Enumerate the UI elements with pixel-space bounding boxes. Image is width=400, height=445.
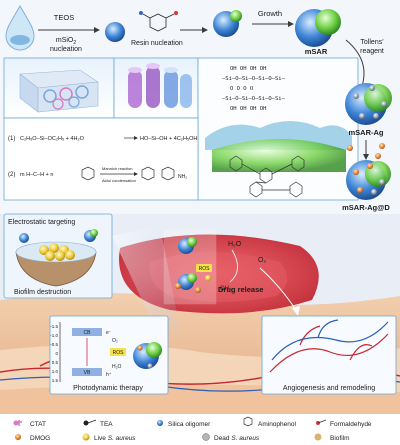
energy-axis-ticks: -1.5 -1.0 -0.5 0 0.5 1.0 1.5: [50, 324, 58, 383]
svg-text:Formaldehyde: Formaldehyde: [330, 421, 372, 428]
svg-text:-1.5: -1.5: [50, 324, 58, 329]
legend: CTAT TEA Silica oligomer Aminophenol For…: [0, 414, 400, 445]
valence-band: [72, 368, 102, 376]
msar-agd-label: mSAR-Ag@D: [342, 203, 390, 212]
svg-text:1.0: 1.0: [52, 369, 59, 374]
electrostatic-targeting-label: Electrostatic targeting: [8, 219, 75, 226]
legend-silica-oligomer: Silica oligomer: [157, 420, 211, 428]
equation-1-number: (1): [8, 136, 15, 142]
drug-release-zone: ROS ·OH: [163, 229, 229, 305]
msar-agd-particle: [346, 160, 391, 200]
svg-text:OH OH OH OH: OH OH OH OH: [230, 106, 266, 112]
hydroxyl-radical-label: ·OH: [218, 286, 229, 292]
droplet-icon: [5, 4, 35, 51]
o2-label-pdt: O₂: [112, 338, 118, 344]
resin-polymer-structure: [229, 155, 305, 198]
equation-2-reactants: m H–C–H + n: [20, 172, 53, 178]
resin-nucleation-label: Resin nucleation: [131, 40, 183, 47]
svg-text:Aminophenol: Aminophenol: [258, 421, 296, 428]
teos-label: TEOS: [54, 13, 74, 22]
equation-2-number: (2): [8, 172, 15, 178]
conduction-band: [72, 328, 102, 336]
vb-label: VB: [84, 370, 91, 376]
svg-text:0: 0: [55, 351, 58, 356]
svg-text:TEA: TEA: [100, 421, 113, 428]
aldol-condensation-label: Aldol condensation: [102, 178, 136, 183]
light-beam: [112, 226, 180, 338]
svg-text:–Si–O–Si–O–Si–O–Si–: –Si–O–Si–O–Si–O–Si–: [222, 96, 286, 102]
ros-label-pdt: ROS: [113, 350, 125, 356]
cb-label: CB: [84, 330, 92, 336]
electron-label: e⁻: [106, 330, 112, 336]
msar-ag-particle: [345, 83, 392, 125]
msar-particle: [295, 9, 341, 47]
svg-text:Biofilm: Biofilm: [330, 435, 350, 442]
legend-dmog: DMOG: [15, 434, 50, 442]
svg-text:CTAT: CTAT: [30, 421, 46, 428]
svg-text:1.5: 1.5: [52, 378, 59, 383]
svg-text:-1.0: -1.0: [50, 333, 58, 338]
new-vessels-red: [269, 325, 389, 373]
equation-1-products: HO–Si–OH + 4C₂H₅OH: [140, 136, 197, 142]
aminophenol-ring-icon: [81, 166, 95, 181]
svg-text:Dead S. aureus: Dead S. aureus: [214, 435, 260, 442]
svg-text:-0.5: -0.5: [50, 342, 58, 347]
legend-live-s-aureus: Live S. aureus: [82, 433, 136, 442]
msio2-label: mSiO2: [56, 37, 77, 46]
h2o-label-pdt: H₂O: [112, 364, 122, 370]
o2-label-top: O₂: [258, 257, 266, 264]
new-vessels-blue: [271, 319, 389, 361]
svg-text:–Si–O–Si–O–Si–O–Si–: –Si–O–Si–O–Si–O–Si–: [222, 76, 286, 82]
hole-label: h⁺: [106, 372, 112, 378]
legend-dead-s-aureus: Dead S. aureus: [202, 433, 260, 442]
reaction-equations-panel: [3, 117, 199, 201]
msar-label: mSAR: [305, 47, 328, 56]
biofilm-destruction-label: Biofilm destruction: [14, 289, 71, 296]
svg-text:Silica oligomer: Silica oligomer: [168, 421, 211, 428]
resin-nucleated-particle: [213, 10, 242, 37]
msio2-seed-particle: [105, 22, 125, 42]
svg-text:DMOG: DMOG: [30, 435, 50, 442]
photodynamic-therapy-label: Photodynamic therapy: [73, 385, 143, 392]
legend-formaldehyde: Formaldehyde: [316, 419, 372, 428]
legend-ctat: CTAT: [13, 420, 46, 428]
aminophenol-molecule-icon: [139, 11, 178, 32]
micelle-cube-illustration: [19, 69, 99, 113]
equation-1-reactants: C₂H₅O–Si–OC₂H₅ + 4H₂O: [20, 136, 85, 142]
legend-biofilm: Biofilm: [314, 433, 350, 442]
mannich-reaction-label: Mannich reaction: [102, 166, 132, 171]
angiogenesis-label: Angiogenesis and remodeling: [283, 385, 375, 392]
legend-tea: TEA: [83, 419, 113, 428]
svg-text:0.5: 0.5: [52, 360, 59, 365]
mesopore-cylinders-illustration: [128, 63, 192, 108]
structure-panels: OH OH OH OH –Si–O–Si–O–Si–O–Si– O O O O …: [3, 57, 359, 201]
svg-text:OH OH OH OH: OH OH OH OH: [230, 66, 266, 72]
silica-network-structure: OH OH OH OH –Si–O–Si–O–Si–O–Si– O O O O …: [222, 66, 286, 112]
dmog-icons: [347, 143, 385, 159]
legend-aminophenol: Aminophenol: [243, 416, 296, 428]
svg-text:Live S. aureus: Live S. aureus: [94, 435, 136, 442]
svg-text:O O O O: O O O O: [230, 86, 253, 92]
electrostatic-targeting-panel: Electrostatic targeting Biofilm destruct…: [3, 213, 113, 299]
photodynamic-therapy-panel: -1.5 -1.0 -0.5 0 0.5 1.0 1.5 CB VB e⁻ h⁺…: [49, 315, 169, 395]
live-bacteria-cluster: [39, 243, 75, 261]
msio2-nucleation-label: nucleation: [50, 46, 82, 53]
ros-label-center: ROS: [199, 266, 211, 272]
h2o-label-top: H₂O: [228, 241, 242, 248]
equation-2-product: NH₂: [178, 174, 187, 180]
tollens-reagent-label: reagent: [360, 48, 384, 55]
angiogenesis-panel: Angiogenesis and remodeling: [261, 315, 397, 395]
synthesis-row: TEOS mSiO2 nucleation Resin nucleation G…: [5, 4, 384, 92]
tollens-label: Tollens': [360, 39, 383, 46]
drug-release-label: Drug release: [218, 285, 263, 294]
msar-ag-label: mSAR-Ag: [349, 128, 384, 137]
growth-label: Growth: [258, 9, 282, 18]
resin-surface-dome: [212, 139, 346, 172]
